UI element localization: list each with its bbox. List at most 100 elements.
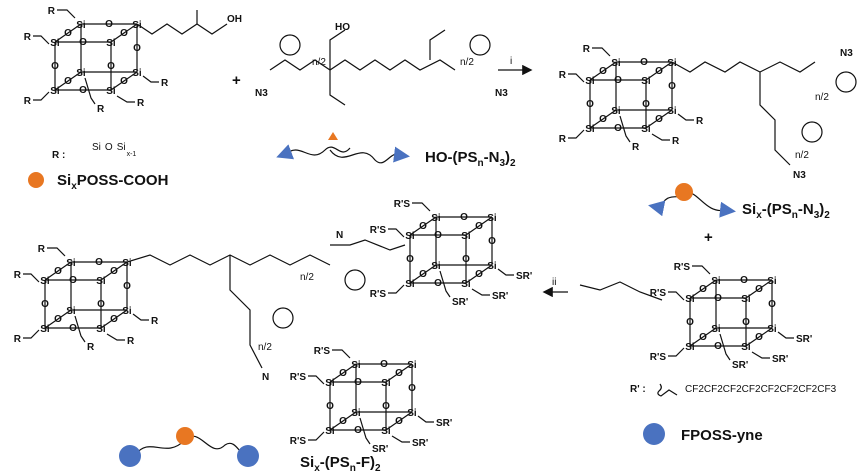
oxygen-atom: O bbox=[740, 275, 748, 286]
oxygen-atom: O bbox=[614, 75, 622, 86]
azide-label: N3 bbox=[255, 88, 268, 99]
silicon-atom: Si bbox=[767, 276, 777, 287]
r-substituent: R bbox=[48, 6, 56, 17]
oxygen-atom: O bbox=[614, 123, 622, 134]
silicon-atom: Si bbox=[325, 426, 335, 437]
silicon-atom: Si bbox=[407, 360, 417, 371]
oxygen-atom: O bbox=[354, 425, 362, 436]
oxygen-atom: O bbox=[599, 66, 607, 77]
oxygen-atom: O bbox=[475, 269, 483, 280]
oxygen-atom: O bbox=[460, 212, 468, 223]
oxygen-atom: O bbox=[69, 275, 77, 286]
oxygen-atom: O bbox=[462, 254, 470, 265]
oxygen-atom: O bbox=[51, 61, 59, 72]
oxygen-atom: O bbox=[95, 257, 103, 268]
silicon-atom: Si bbox=[487, 261, 497, 272]
silicon-atom: Si bbox=[76, 20, 86, 31]
thioether-substituent: R'S bbox=[650, 288, 667, 299]
oxygen-atom: O bbox=[110, 266, 118, 277]
svg-text:CF2CF2CF2CF2CF2CF2CF2CF3: CF2CF2CF2CF2CF2CF2CF2CF3 bbox=[685, 384, 837, 395]
oxygen-atom: O bbox=[755, 332, 763, 343]
silicon-atom: Si bbox=[585, 76, 595, 87]
thioether-substituent: R'S bbox=[370, 289, 387, 300]
r-substituent: R bbox=[632, 142, 640, 153]
phenyl-rings bbox=[272, 34, 857, 329]
oxygen-atom: O bbox=[54, 266, 62, 277]
silicon-atom: Si bbox=[132, 68, 142, 79]
oxygen-atom: O bbox=[408, 383, 416, 394]
oxygen-atom: O bbox=[133, 43, 141, 54]
r-substituent: R bbox=[14, 334, 22, 345]
silicon-atom: Si bbox=[122, 258, 132, 269]
silicon-atom: Si bbox=[611, 106, 621, 117]
oxygen-atom: O bbox=[395, 416, 403, 427]
orange-sphere-icon bbox=[28, 172, 44, 188]
oxygen-atom: O bbox=[339, 368, 347, 379]
oxygen-atom: O bbox=[354, 377, 362, 388]
silicon-atom: Si bbox=[40, 324, 50, 335]
r-substituent: R bbox=[151, 316, 159, 327]
oxygen-atom: O bbox=[640, 57, 648, 68]
repeat-n2: n/2 bbox=[815, 92, 829, 103]
repeat-n2: n/2 bbox=[460, 57, 474, 68]
silicon-atom: Si bbox=[711, 276, 721, 287]
silicon-atom: Si bbox=[407, 408, 417, 419]
r-substituent: R bbox=[559, 70, 567, 81]
silicon-atom: Si bbox=[122, 306, 132, 317]
oxygen-atom: O bbox=[326, 401, 334, 412]
thioether-substituent: SR' bbox=[732, 360, 748, 371]
repeat-n2: n/2 bbox=[258, 342, 272, 353]
thioether-substituent: R'S bbox=[394, 199, 411, 210]
silicon-atom: Si bbox=[767, 324, 777, 335]
oxygen-atom: O bbox=[419, 269, 427, 280]
thioether-substituent: SR' bbox=[372, 444, 388, 455]
repeat-n2: n/2 bbox=[312, 57, 326, 68]
rprime-definition: R' : CF2CF2CF2CF2CF2CF2CF2CF3 bbox=[630, 383, 837, 397]
silicon-atom: Si bbox=[50, 38, 60, 49]
r-substituent: R bbox=[161, 78, 169, 89]
oxygen-atom: O bbox=[475, 221, 483, 232]
oxygen-atom: O bbox=[120, 28, 128, 39]
r-substituent: R bbox=[137, 98, 145, 109]
oxygen-atom: O bbox=[699, 284, 707, 295]
oxygen-atom: O bbox=[54, 314, 62, 325]
oxygen-atom: O bbox=[419, 221, 427, 232]
oxygen-atom: O bbox=[123, 281, 131, 292]
blue-sphere-icon bbox=[643, 423, 665, 445]
silicon-atom: Si bbox=[641, 124, 651, 135]
oxygen-atom: O bbox=[699, 332, 707, 343]
six-ps-f-label: Six-(PSn-F)2 bbox=[300, 454, 381, 474]
oxygen-atom: O bbox=[97, 299, 105, 310]
oxygen-atom: O bbox=[434, 278, 442, 289]
oxygen-atom: O bbox=[64, 76, 72, 87]
oxygen-atom: O bbox=[339, 416, 347, 427]
polymer-cartoon-ho bbox=[276, 132, 410, 164]
oxygen-atom: O bbox=[41, 299, 49, 310]
silicon-atom: Si bbox=[667, 106, 677, 117]
azide-label: N3 bbox=[793, 170, 806, 181]
repeat-n2: n/2 bbox=[795, 150, 809, 161]
oxygen-atom: O bbox=[686, 317, 694, 328]
oxygen-atom: O bbox=[380, 359, 388, 370]
silicon-atom: Si bbox=[351, 408, 361, 419]
silicon-atom: Si bbox=[132, 20, 142, 31]
polymer-cartoon-f bbox=[119, 427, 259, 467]
silicon-atom: Si bbox=[685, 342, 695, 353]
oxygen-atom: O bbox=[714, 341, 722, 352]
triazole-n: N bbox=[262, 372, 269, 383]
r-substituent: R bbox=[559, 134, 567, 145]
oxygen-atom: O bbox=[642, 99, 650, 110]
silicon-atom: Si bbox=[40, 276, 50, 287]
r-substituent: R bbox=[127, 336, 135, 347]
oxygen-atom: O bbox=[655, 114, 663, 125]
oxygen-atom: O bbox=[668, 81, 676, 92]
chain-atoms: OH HO N3 N3 N3 N3 n/2 n/2 n/2 n/2 n/2 n/… bbox=[227, 14, 853, 383]
oxygen-atom: O bbox=[599, 114, 607, 125]
r-substituent: R bbox=[97, 104, 105, 115]
silicon-atom: Si bbox=[741, 294, 751, 305]
fposs-yne-label: FPOSS-yne bbox=[681, 427, 763, 444]
